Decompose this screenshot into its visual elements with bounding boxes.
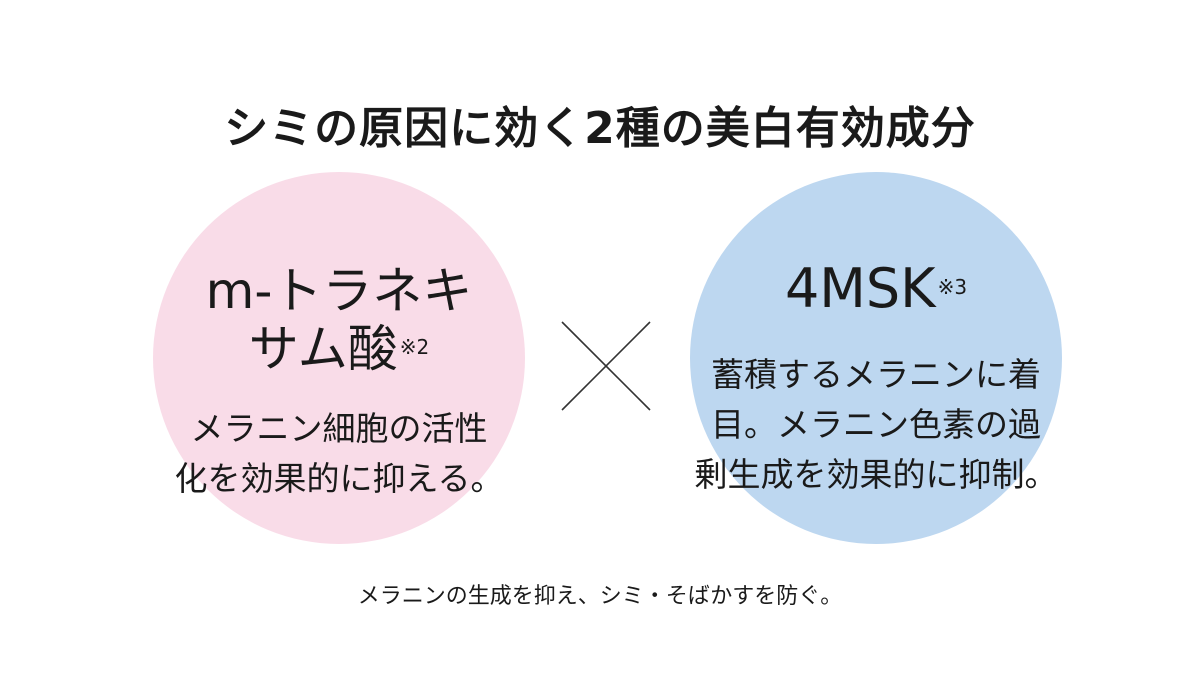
right-desc-line1: 蓄積するメラニンに着 xyxy=(711,355,1041,394)
left-ingredient-description: メラニン細胞の活性 化を効果的に抑える。 xyxy=(153,404,525,504)
multiply-cross-icon xyxy=(561,321,651,411)
headline: シミの原因に効く2種の美白有効成分 xyxy=(224,103,976,154)
left-ingredient-name: m-トラネキ サム酸※2 xyxy=(153,262,525,378)
right-desc-line2: 目。メラニン色素の過 xyxy=(711,405,1041,444)
left-desc-line1: メラニン細胞の活性 xyxy=(190,409,488,448)
right-desc-line3: 剰生成を効果的に抑制。 xyxy=(694,455,1058,494)
left-ingredient-name-line2: サム酸 xyxy=(248,320,398,378)
right-ingredient-note-mark: ※3 xyxy=(937,275,968,299)
blue-circle-background xyxy=(690,172,1062,544)
pink-circle-background xyxy=(153,172,525,544)
right-ingredient-name: 4MSK※3 xyxy=(690,258,1062,320)
left-ingredient-name-line1: m-トラネキ xyxy=(205,262,473,320)
left-desc-line2: 化を効果的に抑える。 xyxy=(174,459,504,498)
right-ingredient-name-text: 4MSK xyxy=(784,257,936,320)
left-ingredient-name-line2-wrap: サム酸※2 xyxy=(153,320,525,378)
footnote: メラニンの生成を抑え、シミ・そばかすを防ぐ。 xyxy=(357,584,843,609)
right-ingredient-description: 蓄積するメラニンに着 目。メラニン色素の過 剰生成を効果的に抑制。 xyxy=(690,350,1062,500)
left-ingredient-note-mark: ※2 xyxy=(399,335,430,359)
